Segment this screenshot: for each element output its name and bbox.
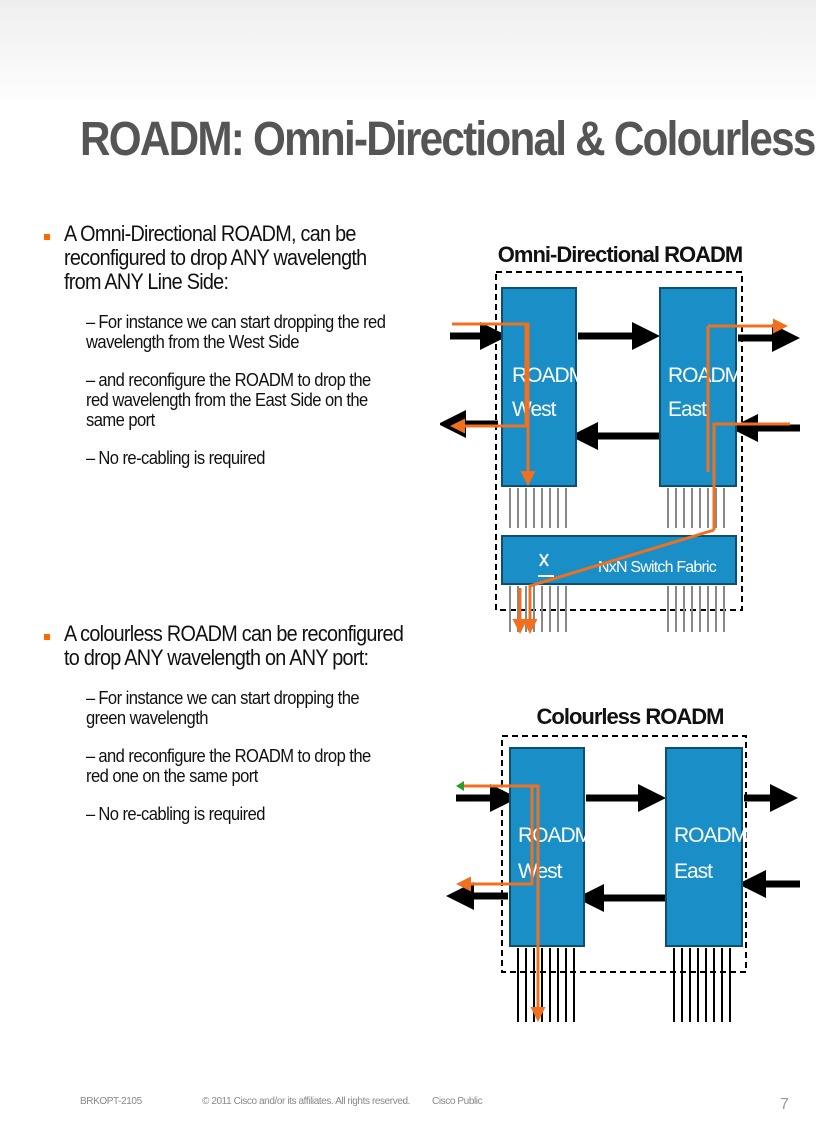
cl-roadm-east-label: ROADM — [674, 824, 747, 847]
dash-glyph: – — [86, 804, 95, 824]
sub-bullet-text: For instance we can start dropping the r… — [86, 312, 386, 352]
west-drop-ports — [509, 488, 567, 528]
cl-east-ports — [673, 948, 731, 1022]
roadm-diagrams: Omni-Directional ROADM ROADM West ROADM … — [440, 242, 800, 1022]
cl-west-ports — [517, 948, 575, 1022]
cl-roadm-east-box — [665, 747, 743, 947]
fabric-output-ports — [509, 586, 725, 632]
colourless-signal-paths — [456, 784, 546, 1022]
footer-classification: Cisco Public — [432, 1096, 483, 1107]
dash-glyph: – — [86, 746, 95, 766]
sub-bullet: –No re-cabling is required — [86, 448, 390, 468]
omni-signal-paths — [450, 318, 790, 634]
footer-code: BRKOPT-2105 — [80, 1096, 142, 1107]
sub-bullet: –and reconfigure the ROADM to drop the r… — [86, 746, 390, 786]
cl-roadm-west-box — [509, 747, 585, 947]
east-drop-ports — [667, 488, 725, 528]
bullet-square-icon — [44, 634, 50, 640]
slide-title: ROADM: Omni-Directional & Colourless — [80, 113, 816, 166]
sub-bullet: –No re-cabling is required — [86, 804, 390, 824]
roadm-east-box — [659, 287, 737, 487]
sub-bullet-text: No re-cabling is required — [98, 448, 265, 468]
header-band — [0, 0, 816, 110]
cl-roadm-west-label: ROADM — [518, 824, 591, 847]
omni-directional-diagram: Omni-Directional ROADM ROADM West ROADM … — [440, 242, 800, 634]
sub-bullet: –For instance we can start dropping the … — [86, 688, 390, 728]
dash-glyph: – — [86, 312, 95, 332]
roadm-west-box — [501, 287, 577, 487]
cl-roadm-east-sublabel: East — [674, 860, 713, 883]
bullet-colourless: A colourless ROADM can be reconfigured t… — [44, 622, 444, 824]
roadm-east-sublabel: East — [668, 398, 707, 421]
sub-bullet-text: and reconfigure the ROADM to drop the re… — [86, 370, 371, 430]
switch-crosspoint-icon — [538, 553, 554, 577]
dash-glyph: – — [86, 688, 95, 708]
roadm-west-sublabel: West — [512, 398, 557, 421]
sub-bullet-text: and reconfigure the ROADM to drop the re… — [86, 746, 371, 786]
dash-glyph: – — [86, 370, 95, 390]
switch-fabric-label: NxN Switch Fabric — [598, 559, 717, 576]
bullet-text: A colourless ROADM can be reconfigured t… — [64, 621, 404, 670]
colourless-dashed-border — [501, 735, 747, 973]
sub-bullet: –For instance we can start dropping the … — [86, 312, 390, 352]
green-wavelength-marker — [456, 781, 464, 791]
sub-bullet-text: For instance we can start dropping the g… — [86, 688, 360, 728]
sub-bullet: –and reconfigure the ROADM to drop the r… — [86, 370, 390, 430]
roadm-east-label: ROADM — [668, 364, 741, 387]
bullet-square-icon — [44, 234, 50, 240]
roadm-west-label: ROADM — [512, 364, 585, 387]
omni-diagram-title: Omni-Directional ROADM — [498, 242, 742, 267]
cl-roadm-west-sublabel: West — [518, 860, 563, 883]
page-number: 7 — [780, 1096, 789, 1113]
sub-bullet-text: No re-cabling is required — [98, 804, 265, 824]
colourless-diagram: Colourless ROADM ROADM West ROADM East — [446, 704, 800, 1022]
dash-glyph: – — [86, 448, 95, 468]
bullet-text: A Omni-Directional ROADM, can be reconfi… — [64, 221, 367, 294]
colourless-diagram-title: Colourless ROADM — [537, 704, 724, 729]
bullet-omni: A Omni-Directional ROADM, can be reconfi… — [44, 222, 444, 468]
footer-copyright: © 2011 Cisco and/or its affiliates. All … — [202, 1096, 411, 1107]
